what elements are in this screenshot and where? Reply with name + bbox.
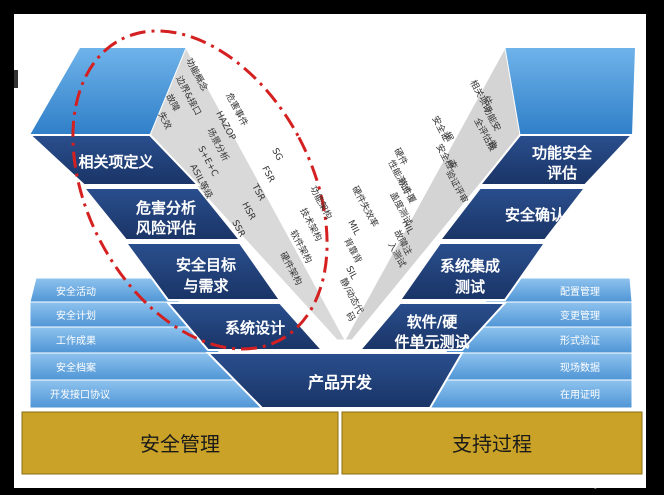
bottom-left-bar — [21, 411, 339, 475]
step-system-test: 测试 — [455, 278, 485, 296]
step-risk-assessment: 风险评估 — [136, 219, 196, 237]
step-system-design: 系统设计 — [225, 319, 285, 337]
left-label-3: 工作成果 — [56, 335, 96, 347]
step-unit-test-1: 软件/硬 — [407, 313, 458, 331]
lp-2-0: SG — [269, 147, 284, 163]
left-label-1: 安全活动 — [56, 285, 96, 298]
step-unit-test-2: 件单元测试 — [394, 333, 469, 351]
step-safety-goals: 安全目标 — [176, 256, 236, 274]
watermark: ybx8.cn — [593, 475, 644, 489]
rp-3-1: MIL — [345, 219, 361, 237]
right-steps — [357, 134, 635, 351]
left-label-5: 开发接口协议 — [50, 388, 110, 401]
step-fs-assessment-2: 评估 — [547, 164, 577, 182]
right-label-2: 变更管理 — [560, 309, 600, 322]
center-block — [205, 352, 464, 409]
lp-2-1: FSR — [259, 165, 276, 185]
edge-mark — [14, 70, 18, 88]
step-requirements: 与需求 — [183, 277, 229, 295]
bottom-right-bar — [341, 411, 643, 475]
rp-3-2: 背靠背 — [341, 236, 364, 265]
step-fs-assessment-1: 功能安全 — [532, 144, 593, 162]
right-label-3: 形式验证 — [560, 334, 600, 347]
step-item-definition: 相关项定义 — [78, 153, 153, 171]
step-safety-validation: 安全确认 — [505, 206, 566, 224]
step-hazard-analysis: 危害分析 — [136, 199, 196, 217]
left-label-4: 安全档案 — [56, 361, 96, 374]
right-label-5: 在用证明 — [560, 389, 600, 401]
center-label: 产品开发 — [308, 373, 373, 392]
right-top-cap — [505, 48, 635, 135]
left-top-cap — [30, 48, 186, 135]
right-label-4: 现场数据 — [560, 361, 600, 374]
right-label-1: 配置管理 — [560, 285, 600, 298]
bottom-right-label: 支持过程 — [452, 432, 532, 456]
highlight-ellipse — [71, 29, 329, 351]
right-band-stack — [404, 277, 633, 409]
bottom-left-label: 安全管理 — [140, 432, 220, 456]
left-label-2: 安全计划 — [56, 309, 96, 322]
step-system-integration: 系统集成 — [440, 257, 500, 275]
